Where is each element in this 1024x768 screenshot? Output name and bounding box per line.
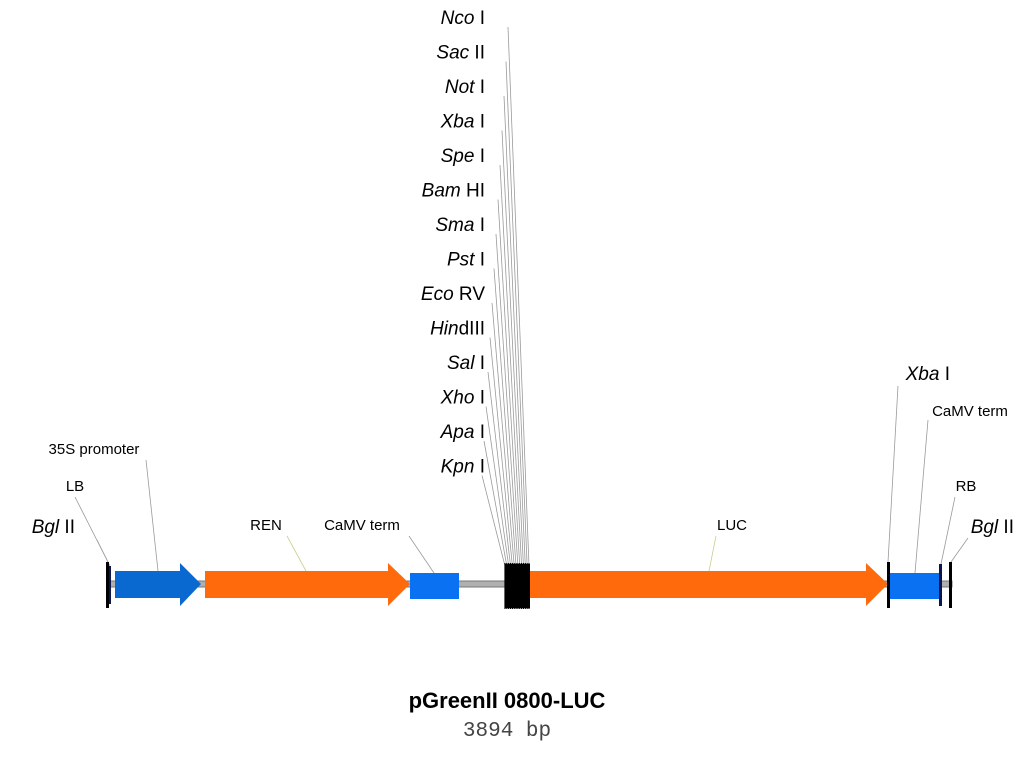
camv-term-box-2 xyxy=(890,573,940,599)
bgl-ii-right-leader xyxy=(950,537,969,563)
mcs-leader-line xyxy=(493,268,517,567)
plasmid-name: pGreenII 0800-LUC xyxy=(409,688,606,713)
mcs-leader-line xyxy=(495,233,519,567)
camv-term-box-1 xyxy=(410,573,459,599)
mcs-leader-line xyxy=(507,26,530,567)
ren-arrow xyxy=(205,563,410,606)
bgl-ii-right-label: Bgl II xyxy=(971,517,1014,538)
lb-label: LB xyxy=(66,478,84,495)
mcs-site-label: Sac II xyxy=(436,43,485,64)
leader-lines xyxy=(74,26,969,574)
mcs-site-label: Xho I xyxy=(440,388,485,409)
rb-label: RB xyxy=(956,478,977,495)
xba-i-right-marker xyxy=(887,562,890,608)
lb-leader xyxy=(74,496,111,567)
luc-label: LUC xyxy=(717,517,747,534)
ren-leader xyxy=(286,535,307,572)
mcs-site-label: Kpn I xyxy=(441,457,485,478)
rb-marker xyxy=(939,564,942,606)
lb-marker xyxy=(109,566,111,604)
bgl-ii-left-marker xyxy=(106,562,109,608)
bgl-ii-left-label: Bgl II xyxy=(32,517,75,538)
mcs-site-label: HindIII xyxy=(430,319,485,340)
mcs-leader-line xyxy=(489,337,513,567)
ren-label: REN xyxy=(250,517,282,534)
mcs-leader-line xyxy=(505,61,528,567)
mcs-site-label: Sal I xyxy=(447,353,485,374)
promoter-label: 35S promoter xyxy=(49,441,140,458)
xba-i-right-leader xyxy=(887,385,899,563)
xba-i-right-label: Xba I xyxy=(905,364,950,385)
luc-arrow xyxy=(530,563,888,606)
mcs-site-label: Pst I xyxy=(447,250,485,271)
mcs-leader-line xyxy=(487,371,511,567)
mcs-site-label: Nco I xyxy=(441,8,485,29)
mcs-leader-line xyxy=(481,475,506,567)
bgl-ii-right-marker xyxy=(949,562,952,608)
camv-term-1-leader xyxy=(408,535,435,574)
mcs-ticks xyxy=(504,563,530,609)
plasmid-size: 3894 bp xyxy=(463,720,551,743)
mcs-leader-line xyxy=(491,302,515,567)
mcs-site-label: Xba I xyxy=(440,112,485,133)
mcs-site-label: Not I xyxy=(445,77,485,98)
camv-term-2-leader xyxy=(914,419,929,574)
mcs-site-label: Eco RV xyxy=(421,284,485,305)
mcs-site-label: Bam HI xyxy=(422,181,485,202)
rb-leader xyxy=(940,496,956,565)
mcs-site-labels: Nco I Sac II Not I Xba I Spe I Bam HI Sma I Pst… xyxy=(421,8,485,478)
promoter-35s-arrow xyxy=(115,563,201,606)
mcs-leader-line xyxy=(501,130,524,567)
camv-term-label-1: CaMV term xyxy=(324,517,400,534)
mcs-leader-line xyxy=(499,164,523,567)
mcs-site-label: Spe I xyxy=(441,146,485,167)
luc-leader xyxy=(708,535,717,572)
mcs-leader-line xyxy=(483,440,508,567)
mcs-leader-line xyxy=(503,95,526,567)
promoter-leader xyxy=(145,459,159,572)
mcs-site-label: Apa I xyxy=(440,422,485,443)
mcs-leader-line xyxy=(497,199,521,567)
camv-term-label-2: CaMV term xyxy=(932,403,1008,420)
mcs-site-label: Sma I xyxy=(435,215,485,236)
mcs-leader-line xyxy=(485,406,510,567)
